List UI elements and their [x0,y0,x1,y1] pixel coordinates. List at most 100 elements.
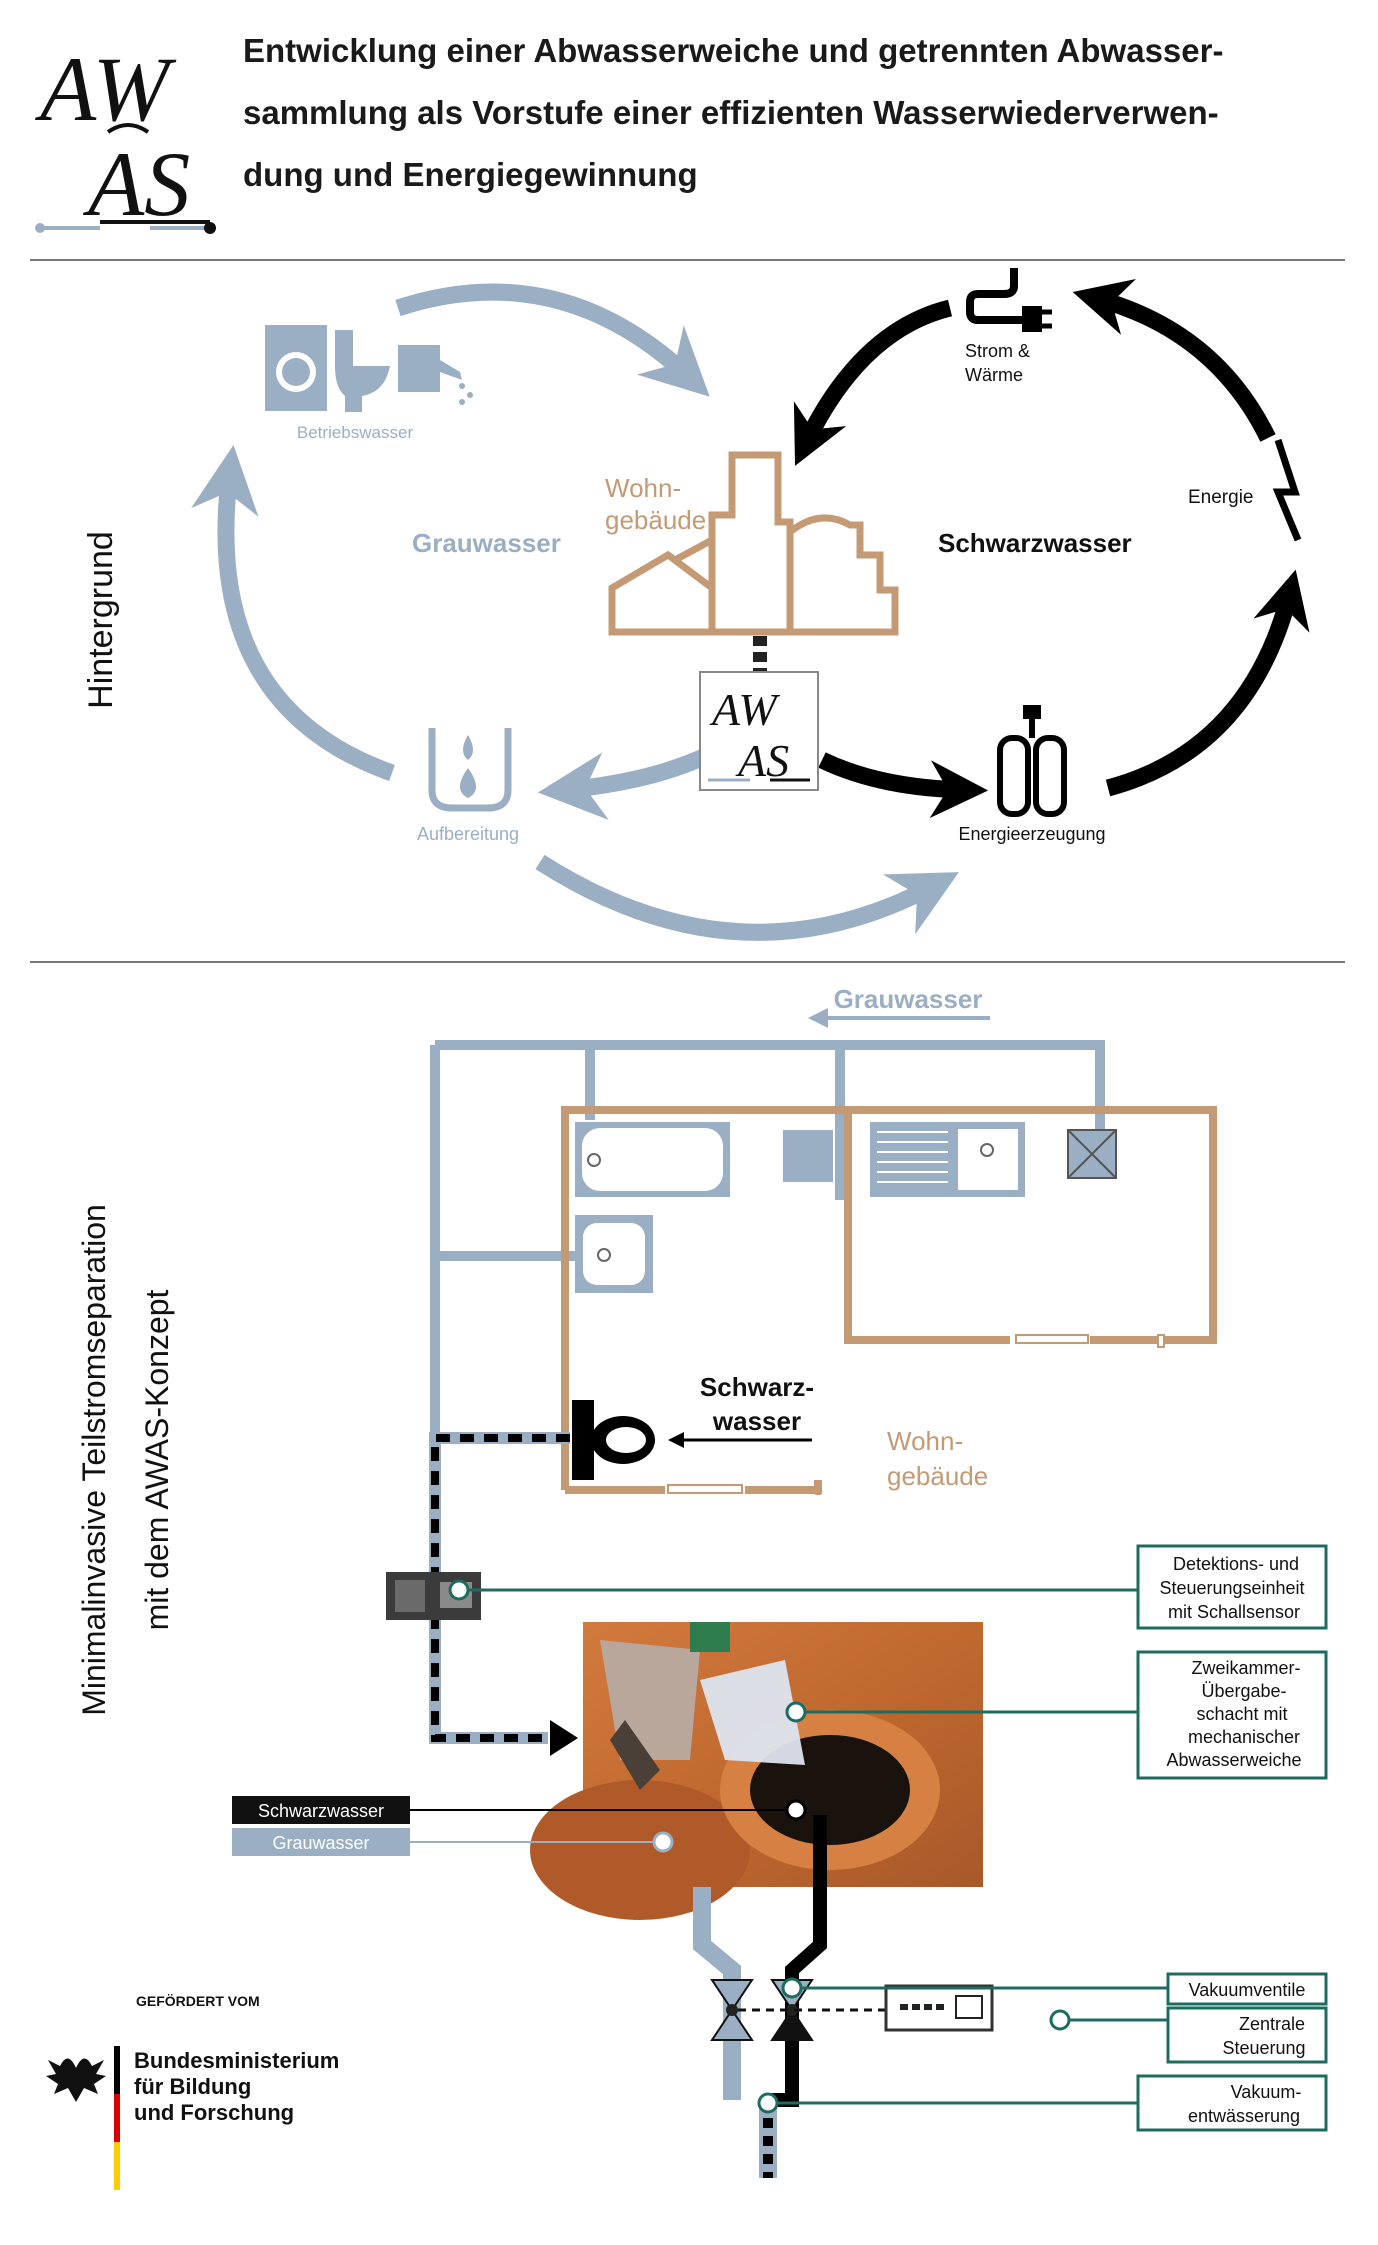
label-betriebswasser: Betriebswasser [297,423,414,442]
watering-can-icon [398,345,462,392]
flag-black [114,2046,120,2094]
gas-tank-icon [997,705,1067,817]
flag-red [114,2094,120,2142]
arrow-to-betriebswasser [191,445,395,782]
callout-vakuumventile: Vakuumventile [1189,1980,1306,2000]
callout-box-vakuumventile [1166,1972,1328,2006]
ministry-line-2: für Bildung [134,2074,251,2099]
arrow-to-energie [1105,569,1310,797]
title-line-2: sammlung als Vorstufe einer effizienten … [243,94,1219,131]
grauwasser-cycle [191,283,959,941]
toilet-floor-icon [572,1400,655,1480]
plug-icon [966,268,1052,332]
callout-vakuumentw-2: entwässerung [1188,2106,1300,2126]
toilet-icon [335,330,353,366]
label-gefoerdert: GEFÖRDERT VOM [136,1993,260,2009]
arrow-to-wohngebaeude [395,283,710,397]
wohngebaeude-icon [608,451,899,636]
awas-small-bottom: AS [735,735,789,786]
washbasin-icon [575,1215,653,1293]
callout-detektion-3: mit Schallsensor [1168,1602,1300,1622]
grauwasser-pipes [430,1040,1105,1440]
callout-box-zentrale [1166,2006,1328,2064]
callout-box-vakuumentw [1136,2074,1328,2132]
label-energieerzeugung: Energieerzeugung [958,824,1105,844]
legend-schwarz-swatch [232,1796,410,1824]
callout-detektion-2: Steuerungseinheit [1159,1578,1304,1598]
schwarzwasser-cycle [793,279,1310,819]
legend-schwarz-label: Schwarzwasser [258,1801,384,1821]
arrow-to-energieerzeugung-black [818,752,989,819]
title-line-1: Entwicklung einer Abwasserweiche und get… [243,32,1223,69]
flag-gold [114,2142,120,2190]
arrow-to-energieerzeugung [535,854,959,941]
callout-vakuumentw-1: Vakuum- [1231,2082,1302,2102]
callout-zweikammer-3: schacht mit [1196,1704,1287,1724]
schwarz-flow-arrowhead [668,1432,684,1448]
label-wohn-2: gebäude [605,505,706,535]
eagle-icon [46,2058,106,2102]
title-line-3: dung und Energiegewinnung [243,156,698,193]
section-label-hintergrund: Hintergrund [82,531,120,709]
callout-dot-zweikammer [785,1701,807,1723]
aufbereitung-icon [428,728,512,812]
label-waerme: Wärme [965,365,1023,385]
label-energie: Energie [1188,487,1254,508]
lightning-icon [1272,438,1302,542]
main-title: Entwicklung einer Abwasserweiche und get… [243,32,1223,193]
logo-dot-grey [35,223,45,233]
label-wohn-1: Wohn- [605,473,681,503]
label-schwarz-1: Schwarz- [700,1372,814,1402]
callout-dot-detektion [448,1579,470,1601]
logo-dot-black [204,222,216,234]
label-schwarz-2: wasser [712,1406,801,1436]
floorplan-walls [561,1106,1217,1495]
label-wohn-floor-2: gebäude [887,1461,988,1491]
label-grauwasser-top: Grauwasser [834,984,983,1014]
awas-small-top: AW [709,684,780,735]
legend-schwarz-dot [785,1799,807,1821]
legend-grau-swatch [232,1828,410,1856]
arrow-to-strom [1072,279,1276,442]
callout-zweikammer-5: Abwasserweiche [1166,1750,1301,1770]
callout-detektion-1: Detektions- und [1173,1554,1299,1574]
callout-zweikammer-2: Übergabe- [1201,1681,1286,1701]
shaft-photo [530,1622,983,1920]
grauwasser-flow-arrowhead [808,1008,828,1028]
washing-machine-floor-icon [783,1130,833,1182]
callout-zentrale-1: Zentrale [1239,2014,1305,2034]
callout-dot-zentrale [1049,2009,1071,2031]
logo-text-top: AW [34,38,177,140]
legend-grau-dot [652,1831,674,1853]
awas-switch-icon: AW AS [699,671,819,791]
ministry-line-3: und Forschung [134,2100,294,2125]
label-grauwasser: Grauwasser [412,528,561,558]
logo-hacek [106,123,150,134]
awas-logo: AW AS [34,38,216,235]
label-strom: Strom & [965,341,1030,361]
betriebswasser-icon [265,325,473,412]
callout-dot-vakuumventile [781,1977,803,1999]
floor-drain-icon [1067,1129,1117,1179]
kitchen-sink-icon [870,1122,1025,1197]
callout-zweikammer-1: Zweikammer- [1191,1658,1300,1678]
callout-box-zweikammer [1136,1650,1328,1780]
arrow-to-aufbereitung [537,747,712,821]
arrow-to-wohngebaeude-black [793,299,953,466]
floorplan-doors [667,1334,1165,1494]
label-aufbereitung: Aufbereitung [417,824,519,844]
section-label-teilstrom-2: mit dem AWAS-Konzept [139,1289,175,1630]
control-unit [884,1984,994,2032]
callout-dot-vakuumentw [757,2092,779,2114]
callout-box-detektion [1136,1544,1328,1630]
section-label-teilstrom-1: Minimalinvasive Teilstromseparation [76,1204,112,1716]
callout-zweikammer-4: mechanischer [1188,1727,1300,1747]
ministry-line-1: Bundesministerium [134,2048,339,2073]
vacuum-valve-grey [710,1979,754,2041]
label-wohn-floor-1: Wohn- [887,1426,963,1456]
label-schwarzwasser: Schwarzwasser [938,528,1132,558]
bathtub-icon [575,1122,730,1197]
logo-text-bottom: AS [82,133,190,235]
